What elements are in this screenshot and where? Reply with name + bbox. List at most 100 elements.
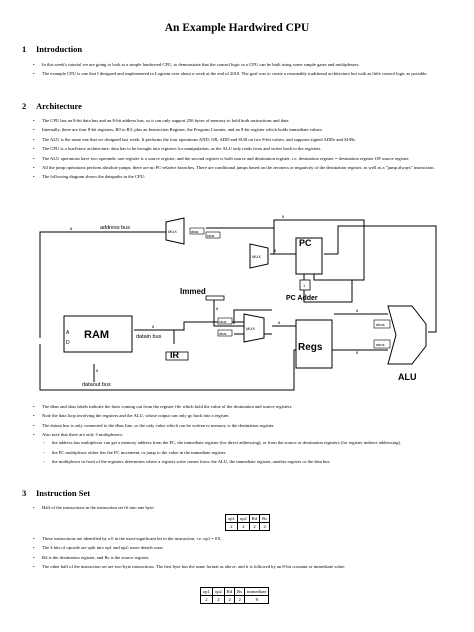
- svg-text:dbus: dbus: [219, 332, 227, 336]
- table-cell: 2: [236, 522, 250, 531]
- two-byte-format-table: op1 op2 Rd Rs immediate 2 2 2 2 8: [200, 587, 270, 604]
- instruction-set-list-b: These instructions are identified by a 0…: [32, 536, 442, 574]
- regs-mux-dbus-tag: [217, 317, 233, 325]
- list-item: The CPU is a load/store architecture: da…: [32, 146, 442, 152]
- page-title: An Example Hardwired CPU: [164, 22, 310, 34]
- pc-adder-box: [299, 279, 311, 291]
- pc-label: PC: [299, 238, 312, 248]
- register-file: [295, 319, 333, 369]
- list-item: The dbus and sbus labels indicate the li…: [32, 404, 442, 410]
- pc-adder-label: PC Adder: [286, 295, 318, 302]
- table-header: Rs: [234, 587, 246, 596]
- list-item: The following diagram shows the datapath…: [32, 174, 442, 180]
- table-cell: 2: [225, 522, 238, 531]
- table-header: op2: [211, 587, 225, 596]
- table-header: Rd: [223, 587, 236, 596]
- width-tag: 8: [278, 320, 281, 325]
- ram-block: [63, 315, 133, 353]
- list-item: The example CPU is one that I designed a…: [32, 71, 442, 77]
- width-tag: 8: [274, 248, 277, 253]
- pc-register: [295, 237, 323, 275]
- svg-text:sbus: sbus: [207, 234, 214, 238]
- svg-text:dbus: dbus: [191, 230, 199, 234]
- dataout-bus-label: dataout bus: [82, 382, 111, 388]
- pc-adder-one: 1: [303, 283, 306, 288]
- list-item: All the jump operations perform absolute…: [32, 165, 442, 171]
- ram-port-d: D: [66, 340, 70, 346]
- ir-label: IR: [170, 350, 180, 360]
- immed-register: [205, 295, 225, 301]
- width-tag: 8: [356, 350, 359, 355]
- one-byte-format-table: op1 op2 Rd Rs 2 2 2 2: [225, 514, 271, 531]
- list-item: The 4 bits of opcode are split into op1 …: [32, 545, 442, 551]
- instruction-set-list-a: Half of the instructions in the instruct…: [32, 505, 442, 514]
- list-item: Internally, there are four 8-bit registe…: [32, 127, 442, 133]
- list-item: The CPU has an 8-bit data bus and an 8-b…: [32, 118, 442, 124]
- table-cell: 2: [223, 595, 236, 604]
- list-item: Note the data loop involving the registe…: [32, 413, 442, 419]
- table-cell: 2: [259, 522, 271, 531]
- table-header: op2: [236, 514, 250, 523]
- list-item: the PC multiplexor either lets the PC in…: [42, 450, 442, 456]
- list-item: The ALU is the same one that we designed…: [32, 137, 442, 143]
- table-header: op1: [225, 514, 238, 523]
- svg-text:sbus: sbus: [376, 342, 384, 347]
- width-tag: 8: [282, 214, 285, 219]
- address-mux-label: MUX: [168, 229, 177, 234]
- address-mux-sbus-tag: [205, 231, 221, 239]
- address-mux-dbus-tag: [189, 227, 205, 235]
- table-header: Rs: [259, 514, 271, 523]
- datapath-notes-list: The dbus and sbus labels indicate the li…: [32, 404, 442, 469]
- multiplexer-list: the address bus multiplexor can get a me…: [42, 440, 442, 465]
- regs-label: Regs: [298, 342, 323, 353]
- alu-shape: [387, 305, 427, 365]
- regs-mux-sbus-tag: [217, 329, 233, 337]
- pc-mux-label: MUX: [252, 254, 261, 259]
- address-bus-label: address bus: [100, 225, 130, 231]
- list-item: The datout bus is only connected to the …: [32, 423, 442, 429]
- regs-mux-label: MUX: [246, 326, 255, 331]
- pc-mux: [249, 243, 269, 269]
- table-header: immediate: [244, 587, 270, 596]
- list-item: Half of the instructions in the instruct…: [32, 505, 442, 511]
- list-item: The other half of the instruction set ar…: [32, 564, 442, 570]
- immed-label: Immed: [180, 287, 206, 296]
- list-item: These instructions are identified by a 0…: [32, 536, 442, 542]
- datapath-diagram: MUX dbus sbus MUX PC 1 PC Adder Immed MU…: [39, 214, 437, 391]
- list-item: Rd is the destination register, and Rs i…: [32, 555, 442, 561]
- alu-label: ALU: [398, 372, 417, 382]
- architecture-list: The CPU has an 8-bit data bus and an 8-b…: [32, 118, 442, 184]
- address-mux: [165, 217, 185, 245]
- datain-bus-label: datain bus: [136, 334, 162, 340]
- svg-text:dbus: dbus: [376, 322, 385, 327]
- table-cell: 2: [248, 522, 261, 531]
- list-item: Also note that there are only 3 multiple…: [32, 432, 442, 465]
- list-item: the address bus multiplexor can get a me…: [42, 440, 442, 446]
- width-tag: 8: [70, 226, 73, 231]
- table-cell: 2: [200, 595, 213, 604]
- list-item: the multiplexor in front of the register…: [42, 459, 442, 465]
- list-item: The ALU operations have two operands: on…: [32, 156, 442, 162]
- ram-port-a: A: [66, 330, 70, 336]
- table-cell: 2: [211, 595, 225, 604]
- width-tag: 8: [152, 324, 155, 329]
- table-cell: 8: [244, 595, 270, 604]
- table-header: Rd: [248, 514, 261, 523]
- list-item: In this week's tutorial we are going to …: [32, 62, 442, 68]
- svg-text:sbus: sbus: [219, 320, 226, 324]
- table-cell: 2: [234, 595, 246, 604]
- width-tag: 8: [96, 368, 99, 373]
- alu-sbus-tag: [373, 339, 391, 349]
- width-tag: 8: [356, 308, 359, 313]
- alu-dbus-tag: [373, 319, 391, 329]
- width-tag: 8: [216, 306, 219, 311]
- table-header: op1: [200, 587, 213, 596]
- ram-label: RAM: [84, 329, 109, 341]
- ir-register: [165, 351, 189, 361]
- regs-mux: [243, 313, 265, 343]
- introduction-list: In this week's tutorial we are going to …: [32, 62, 442, 81]
